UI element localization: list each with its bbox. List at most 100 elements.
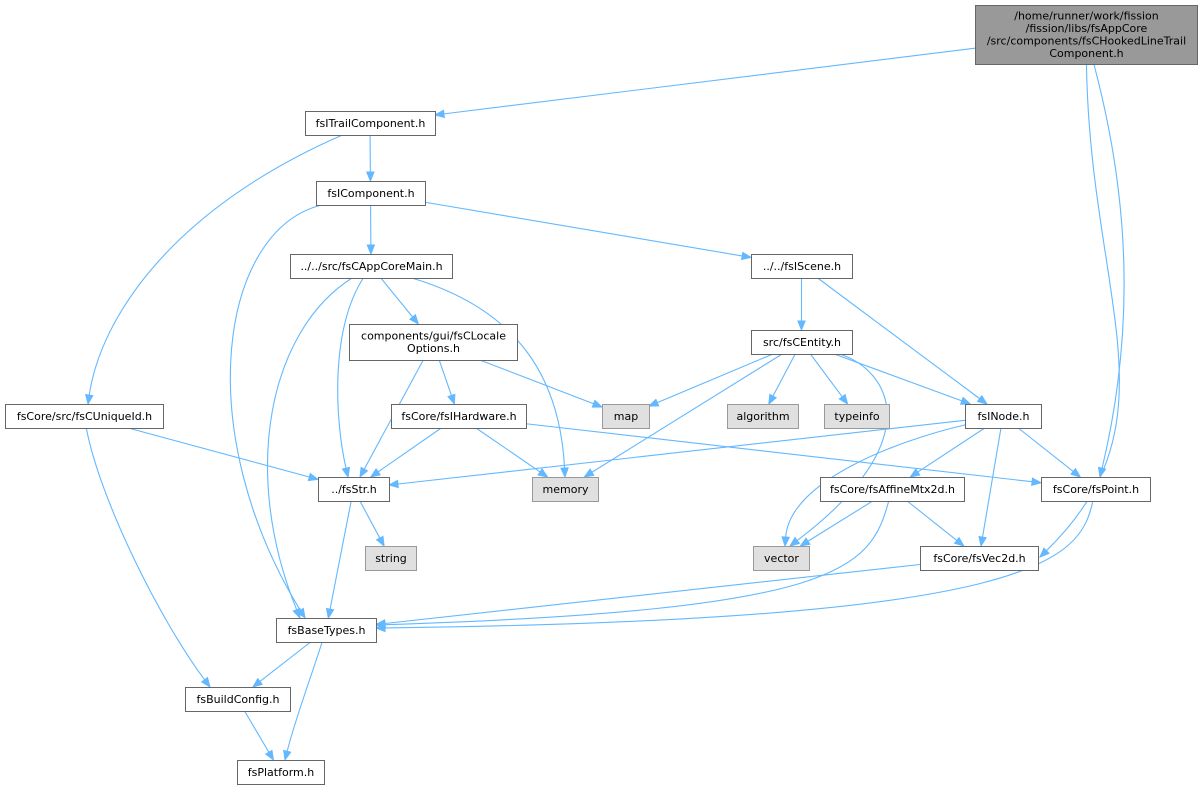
arrowhead-locale-to-hardware: [447, 393, 456, 406]
arrowhead-comp-to-appcore: [366, 244, 376, 256]
edge-locale-to-map: [479, 359, 594, 405]
arrowhead-str-to-string: [375, 535, 385, 548]
edge-locale-to-hardware: [438, 359, 452, 396]
node-uniqueid[interactable]: fsCore/src/fsCUniqueId.h: [5, 404, 164, 429]
edge-str-to-basetypes: [329, 500, 352, 610]
node-vector: vector: [753, 546, 810, 571]
node-box-typeinfo: [824, 404, 890, 429]
node-label-algorithm-line-0: algorithm: [736, 410, 789, 423]
node-string: string: [365, 546, 417, 571]
arrowhead-buildconfig-to-platform: [264, 749, 275, 762]
arrowhead-entity-to-memory: [583, 468, 595, 478]
edge-hardware-to-memory: [475, 427, 541, 473]
arrowhead-locale-to-map: [591, 399, 604, 408]
edge-inode-to-vec2d: [981, 427, 1002, 538]
edge-root-to-point: [1093, 63, 1125, 469]
arrowhead-locale-to-str: [359, 466, 369, 479]
arrowhead-entity-to-map: [647, 398, 660, 407]
arrowhead-basetypes-to-buildconfig: [251, 677, 264, 688]
node-label-scene-line-0: ../../fsIScene.h: [763, 260, 841, 273]
node-appcore[interactable]: ../../src/fsCAppCoreMain.h: [290, 254, 453, 279]
node-label-vector-line-0: vector: [764, 552, 799, 565]
edge-affine-to-vec2d: [906, 500, 958, 541]
edge-inode-to-str: [397, 419, 966, 485]
arrowhead-uniqueid-to-buildconfig: [200, 676, 211, 689]
arrowhead-basetypes-to-platform: [283, 749, 292, 762]
edge-appcore-to-str: [337, 277, 364, 469]
node-box-affine: [820, 477, 965, 502]
node-trail[interactable]: fsITrailComponent.h: [305, 111, 436, 136]
arrowhead-inode-to-vector: [781, 536, 791, 548]
node-label-buildconfig-line-0: fsBuildConfig.h: [197, 693, 280, 706]
arrowhead-comp-to-scene: [740, 251, 753, 261]
node-box-appcore: [290, 254, 453, 279]
node-label-string-line-0: string: [375, 552, 407, 565]
node-comp[interactable]: fsIComponent.h: [316, 181, 426, 206]
node-scene[interactable]: ../../fsIScene.h: [751, 254, 853, 279]
node-box-vector: [753, 546, 810, 571]
node-platform[interactable]: fsPlatform.h: [237, 760, 325, 785]
node-box-memory: [532, 477, 599, 502]
node-label-str-line-0: ../fsStr.h: [331, 483, 377, 496]
edge-str-to-string: [359, 500, 381, 539]
arrowhead-inode-to-vec2d: [978, 535, 987, 548]
edge-appcore-to-locale: [380, 277, 414, 318]
edge-basetypes-to-buildconfig: [259, 641, 311, 682]
node-box-string: [365, 546, 417, 571]
node-label-hardware-line-0: fsCore/fsIHardware.h: [401, 410, 516, 423]
arrowhead-root-to-vec2d: [1039, 547, 1050, 558]
edge-point-to-basetypes: [384, 500, 1094, 629]
node-label-typeinfo-line-0: typeinfo: [834, 410, 879, 423]
node-box-scene: [751, 254, 853, 279]
node-label-vec2d-line-0: fsCore/fsVec2d.h: [933, 552, 1025, 565]
arrowhead-vec2d-to-basetypes: [374, 619, 386, 628]
node-point[interactable]: fsCore/fsPoint.h: [1041, 477, 1151, 502]
node-box-trail: [305, 111, 436, 136]
node-affine[interactable]: fsCore/fsAffineMtx2d.h: [820, 477, 965, 502]
arrowhead-root-to-trail: [433, 109, 445, 119]
edge-basetypes-to-platform: [286, 641, 323, 752]
node-label-locale-line-1: Options.h: [407, 342, 460, 355]
edge-comp-to-scene: [424, 201, 743, 257]
node-box-comp: [316, 181, 426, 206]
arrowhead-trail-to-uniqueid: [85, 393, 94, 406]
node-str[interactable]: ../fsStr.h: [318, 477, 390, 502]
node-map: map: [602, 404, 650, 429]
node-label-root-line-3: Component.h: [1049, 47, 1123, 60]
edge-buildconfig-to-platform: [244, 710, 270, 753]
node-label-root-line-0: /home/runner/work/fission: [1014, 10, 1159, 23]
edge-entity-to-typeinfo: [809, 353, 843, 398]
node-label-point-line-0: fsCore/fsPoint.h: [1053, 483, 1139, 496]
edge-entity-to-inode: [833, 353, 963, 402]
node-box-root: [975, 5, 1198, 65]
node-label-appcore-line-0: ../../src/fsCAppCoreMain.h: [300, 260, 442, 273]
node-inode[interactable]: fsINode.h: [965, 404, 1042, 429]
node-vec2d[interactable]: fsCore/fsVec2d.h: [920, 546, 1039, 571]
edge-appcore-to-basetypes: [266, 277, 353, 610]
node-label-basetypes-line-0: fsBaseTypes.h: [288, 624, 366, 637]
node-label-map-line-0: map: [614, 410, 638, 423]
node-hardware[interactable]: fsCore/fsIHardware.h: [391, 404, 527, 429]
edge-entity-to-map: [657, 353, 774, 404]
edge-hardware-to-point: [525, 423, 1033, 483]
node-box-map: [602, 404, 650, 429]
node-entity[interactable]: src/fsCEntity.h: [751, 330, 853, 355]
arrowhead-affine-to-vec2d: [953, 536, 965, 547]
node-algorithm: algorithm: [727, 404, 799, 429]
edge-appcore-to-memory: [411, 277, 566, 469]
node-label-trail-line-0: fsITrailComponent.h: [316, 117, 426, 130]
node-box-platform: [237, 760, 325, 785]
arrowhead-scene-to-entity: [797, 320, 806, 332]
arrowhead-appcore-to-locale: [408, 313, 420, 326]
node-basetypes[interactable]: fsBaseTypes.h: [276, 618, 377, 643]
edge-affine-to-vector: [807, 500, 873, 542]
arrowhead-appcore-to-str: [341, 466, 351, 479]
arrowhead-uniqueid-to-str: [307, 472, 320, 482]
arrowhead-hardware-to-str: [369, 468, 382, 478]
node-label-inode-line-0: fsINode.h: [977, 410, 1029, 423]
node-label-root-line-2: /src/components/fsCHookedLineTrail: [987, 35, 1186, 48]
node-box-locale: [349, 324, 518, 361]
node-buildconfig[interactable]: fsBuildConfig.h: [185, 687, 291, 712]
node-box-str: [318, 477, 390, 502]
